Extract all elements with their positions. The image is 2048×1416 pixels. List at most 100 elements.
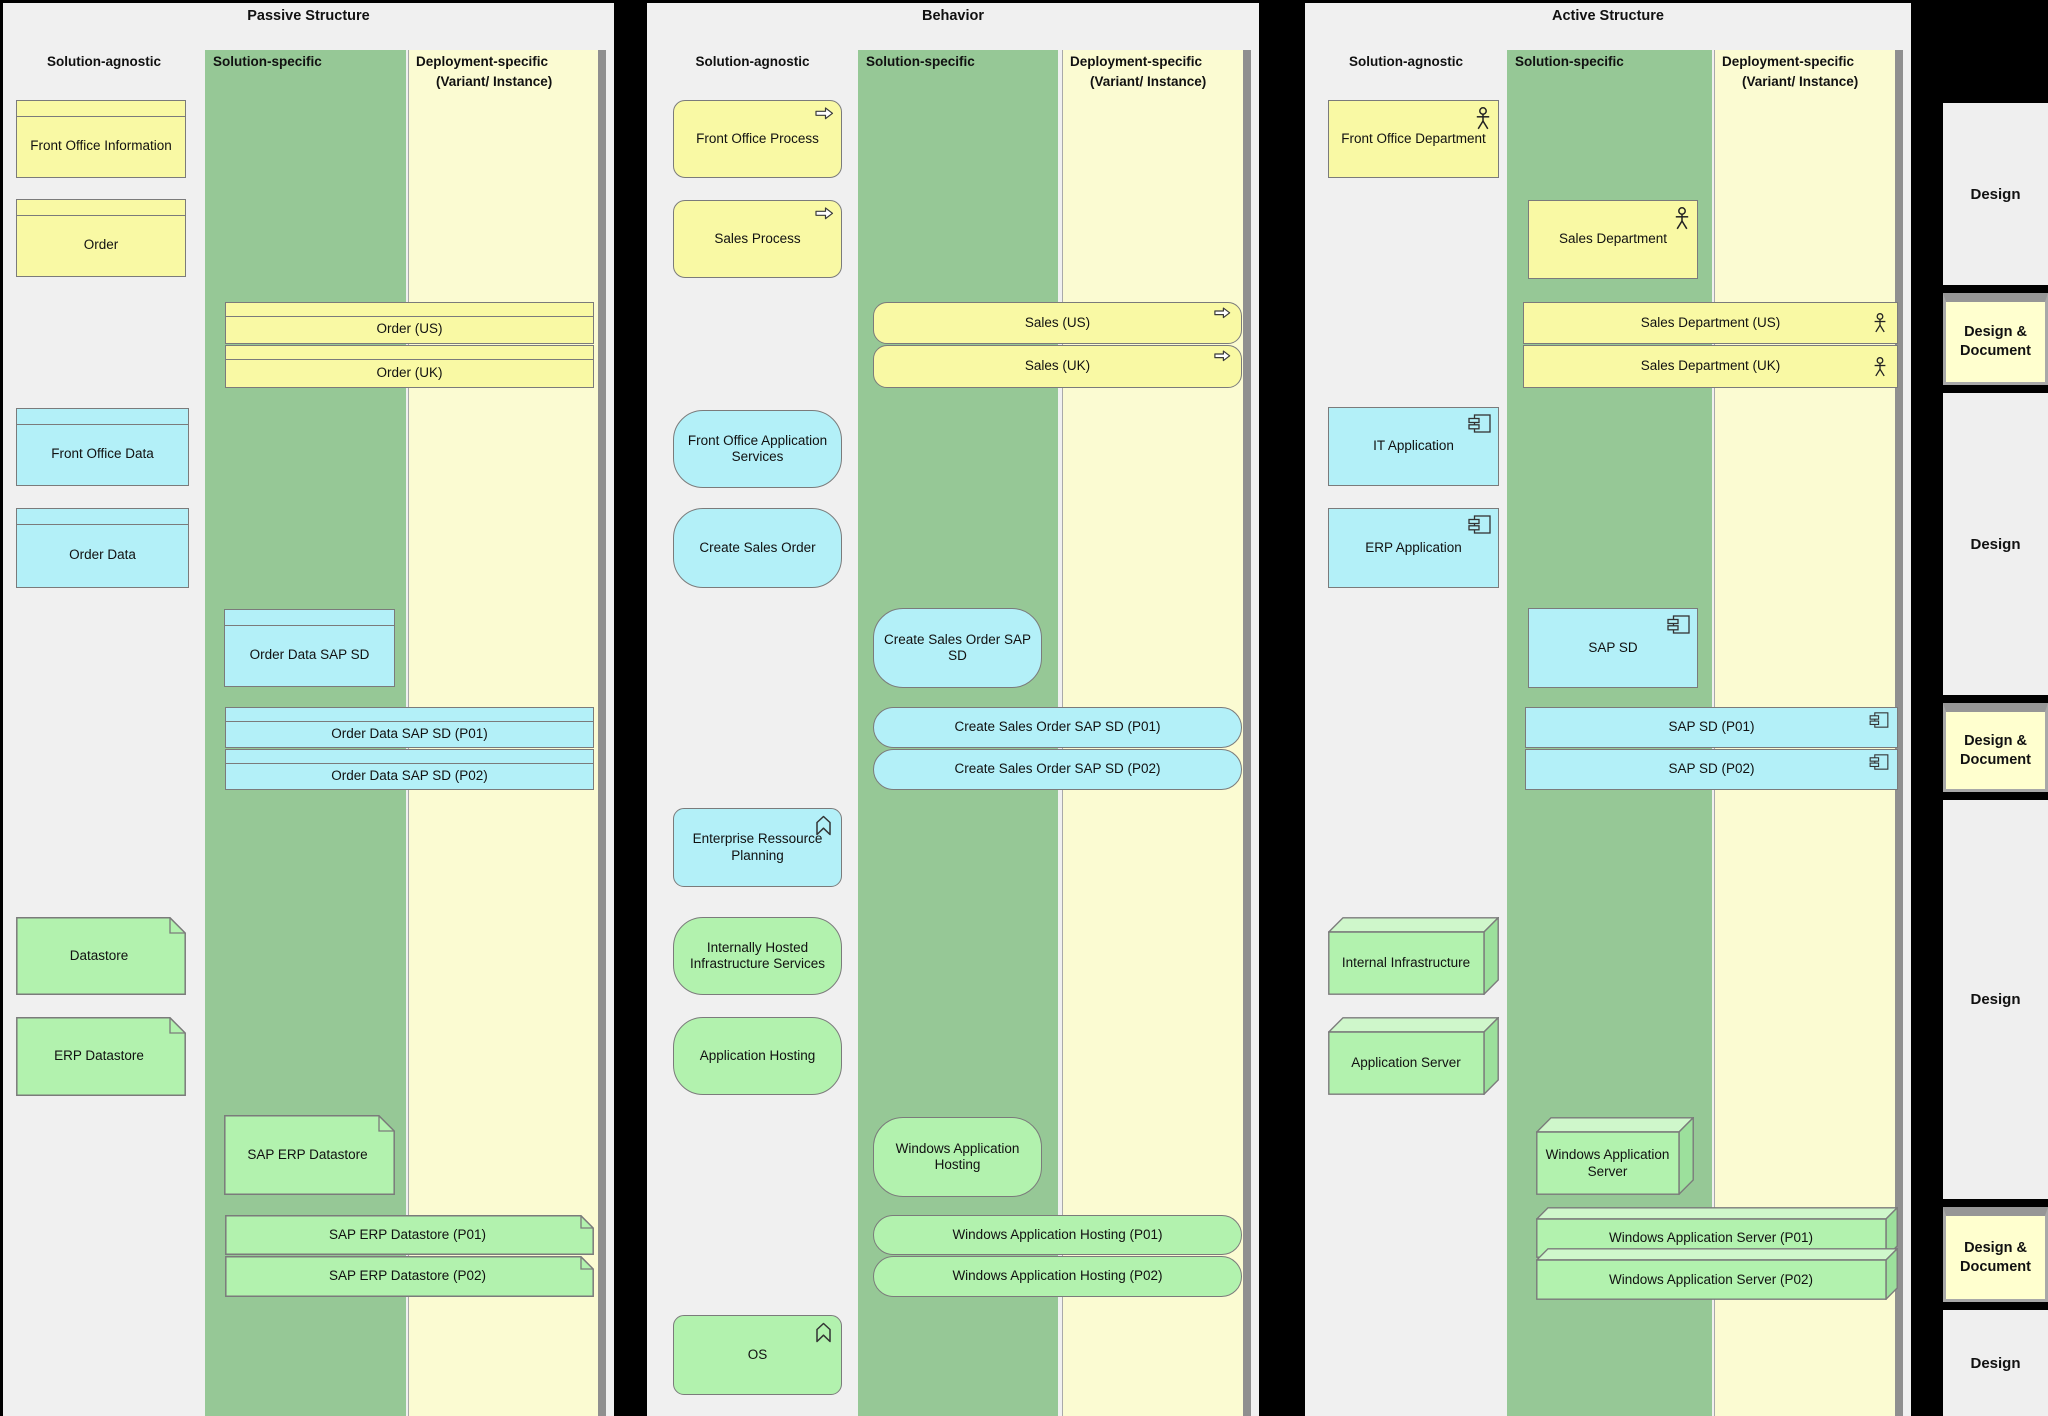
element-label: Order [83,237,119,253]
element-order-data[interactable]: Order Data [16,508,189,588]
object-top-band [17,101,185,117]
node-3d-shape [1536,1207,1898,1258]
panel-title: Passive Structure [247,8,370,24]
phase-cell-design-document-1: Design & Document [1943,293,2048,385]
component-icon [1468,515,1491,534]
element-order-us[interactable]: Order (US) [225,302,594,344]
element-label: Windows Application Hosting (P02) [952,1268,1163,1284]
element-windows-application-server-p02[interactable]: Windows Application Server (P02) [1536,1248,1898,1300]
process-arrow-icon [815,107,834,120]
element-create-sales-order-sap-sd[interactable]: Create Sales Order SAP SD [873,608,1042,688]
process-arrow-icon [1214,307,1231,319]
element-label: Order Data SAP SD [249,647,370,663]
element-label: SAP SD (P02) [1668,761,1755,777]
element-erp-application[interactable]: ERP Application [1328,508,1499,588]
element-label: Datastore [69,947,129,963]
element-sap-sd[interactable]: SAP SD [1528,608,1698,688]
element-sales-department-us[interactable]: Sales Department (US) [1523,302,1898,344]
element-sap-sd-p02[interactable]: SAP SD (P02) [1525,749,1898,790]
element-label: Create Sales Order [699,539,816,555]
node-3d-shape [1328,917,1499,995]
element-label: SAP ERP Datastore (P01) [328,1226,487,1242]
object-top-band [226,750,593,764]
component-icon [1869,754,1889,770]
artifact-fold-shape [16,917,186,995]
element-label: Windows Application Hosting [895,1140,1020,1172]
element-order-data-sap-sd-p01[interactable]: Order Data SAP SD (P01) [225,707,594,748]
element-front-office-application-services[interactable]: Front Office Application Services [673,410,842,488]
element-erp-datastore[interactable]: ERP Datastore [16,1017,186,1096]
element-front-office-information[interactable]: Front Office Information [16,100,186,178]
element-windows-application-hosting-p01[interactable]: Windows Application Hosting (P01) [873,1215,1242,1255]
element-label: Windows Application Hosting (P01) [952,1226,1163,1242]
element-front-office-data[interactable]: Front Office Data [16,408,189,486]
actor-icon [1674,207,1690,230]
element-create-sales-order[interactable]: Create Sales Order [673,508,842,588]
element-label: Order (UK) [376,364,443,380]
component-icon [1869,712,1889,728]
process-arrow-icon [815,207,834,220]
element-label: Sales (US) [1024,314,1091,330]
element-windows-application-hosting-p02[interactable]: Windows Application Hosting (P02) [873,1256,1242,1297]
element-windows-application-hosting[interactable]: Windows Application Hosting [873,1117,1042,1197]
artifact-fold-shape [225,1256,594,1297]
element-label: Create Sales Order SAP SD (P02) [954,761,1161,777]
panel-title: Active Structure [1551,8,1664,24]
column-header-solution-specific: Solution-specific [866,54,975,69]
process-arrow-icon [1214,350,1231,362]
element-sap-sd-p01[interactable]: SAP SD (P01) [1525,707,1898,748]
column-header-solution-specific: Solution-specific [1515,54,1624,69]
column-header-solution-agnostic: Solution-agnostic [695,54,810,69]
element-order-data-sap-sd[interactable]: Order Data SAP SD [224,609,395,687]
element-windows-application-server-p01[interactable]: Windows Application Server (P01) [1536,1207,1898,1258]
column-header-deployment-specific: Deployment-specific [1070,54,1203,69]
element-windows-application-server[interactable]: Windows Application Server [1536,1117,1694,1195]
element-internally-hosted-infrastructure-services[interactable]: Internally Hosted Infrastructure Service… [673,917,842,995]
element-sap-erp-datastore-p01[interactable]: SAP ERP Datastore (P01) [225,1215,594,1255]
element-front-office-department[interactable]: Front Office Department [1328,100,1499,178]
element-order[interactable]: Order [16,199,186,277]
phase-cell-design-0: Design [1943,103,2048,285]
system-software-icon [813,815,834,836]
element-label: Front Office Data [51,446,154,462]
element-label: SAP SD (P01) [1668,719,1755,735]
element-internal-infrastructure[interactable]: Internal Infrastructure [1328,917,1499,995]
element-order-uk[interactable]: Order (UK) [225,345,594,388]
element-label: Application Hosting [699,1047,816,1063]
element-sales-us[interactable]: Sales (US) [873,302,1242,344]
element-front-office-process[interactable]: Front Office Process [673,100,842,178]
element-sales-process[interactable]: Sales Process [673,200,842,278]
element-label: SAP ERP Datastore [247,1146,368,1162]
element-label: IT Application [1373,438,1454,454]
element-application-server[interactable]: Application Server [1328,1017,1499,1095]
element-application-hosting[interactable]: Application Hosting [673,1017,842,1095]
element-sap-erp-datastore-p02[interactable]: SAP ERP Datastore (P02) [225,1256,594,1297]
element-order-data-sap-sd-p02[interactable]: Order Data SAP SD (P02) [225,749,594,790]
element-create-sales-order-sap-sd-p02[interactable]: Create Sales Order SAP SD (P02) [873,749,1242,790]
element-label: Windows Application Server (P02) [1608,1271,1814,1287]
element-sales-department[interactable]: Sales Department [1528,200,1698,279]
element-label: Front Office Process [696,130,819,146]
phase-cell-design-4: Design [1943,800,2048,1199]
element-sap-erp-datastore[interactable]: SAP ERP Datastore [224,1115,395,1195]
element-sales-uk[interactable]: Sales (UK) [873,345,1242,388]
artifact-fold-shape [224,1115,395,1195]
element-label: SAP ERP Datastore (P02) [328,1268,487,1284]
element-label: Create Sales Order SAP SD [883,631,1032,663]
element-label: Sales Department (US) [1640,314,1781,330]
column-header-solution-agnostic: Solution-agnostic [47,54,161,69]
element-label: Windows Application Server [1545,1147,1670,1179]
element-os[interactable]: OS [673,1315,842,1395]
element-label: Order Data SAP SD (P02) [331,767,488,783]
element-sales-department-uk[interactable]: Sales Department (UK) [1523,345,1898,388]
actor-icon [1873,356,1887,377]
element-enterprise-ressource-planning[interactable]: Enterprise Ressource Planning [673,808,842,887]
element-it-application[interactable]: IT Application [1328,407,1499,486]
element-datastore[interactable]: Datastore [16,917,186,995]
element-label: Windows Application Server (P01) [1608,1230,1814,1246]
object-top-band [17,509,188,525]
element-create-sales-order-sap-sd-p01[interactable]: Create Sales Order SAP SD (P01) [873,707,1242,748]
phase-cell-design-6: Design [1943,1310,2048,1416]
node-3d-shape [1536,1117,1694,1195]
